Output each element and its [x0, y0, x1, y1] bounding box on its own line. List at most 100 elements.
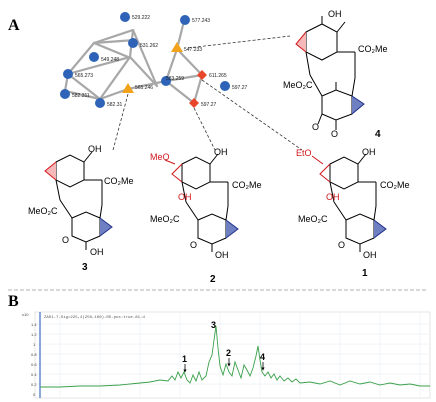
- corner-label: x10: [22, 312, 29, 317]
- atom-label: CO₂Me: [380, 180, 410, 190]
- network-node-circle: [63, 69, 73, 79]
- bond: [373, 205, 377, 221]
- node-label: 565.273: [75, 73, 93, 79]
- atom-label: MeO₂C: [298, 214, 328, 224]
- bond: [225, 205, 229, 221]
- atom-label: MeO₂C: [283, 80, 313, 90]
- y-tick-label: 0: [33, 392, 36, 397]
- atom-label: EtO: [296, 148, 312, 158]
- atom-label: CO₂Me: [232, 180, 262, 190]
- y-tick-label: 0.8: [31, 352, 37, 357]
- atom-label: O: [62, 235, 69, 245]
- network-edge: [66, 55, 132, 76]
- atom-label: O: [331, 129, 338, 139]
- ring-bottom: [197, 213, 227, 245]
- y-tick-label: 1.2: [31, 332, 37, 337]
- chromatogram: x10 ZAD1-7-Sig=225,4(250,100)-RD-pos:tru…: [22, 311, 431, 399]
- network-edge: [164, 47, 179, 83]
- bond: [55, 179, 61, 201]
- peak-label-3: 3: [211, 320, 216, 330]
- cyclopentene-red: [171, 163, 183, 183]
- network-node-circle: [220, 81, 230, 91]
- node-label: 597.27: [201, 102, 217, 108]
- atom-label: OH: [90, 247, 104, 257]
- peak-label-4: 4: [260, 352, 265, 362]
- network-edge: [128, 55, 159, 88]
- cyclopropane-blue: [225, 219, 239, 239]
- compound-number: 4: [375, 129, 381, 140]
- compound-number: 1: [362, 268, 368, 279]
- network-edges: [63, 23, 204, 105]
- node-label: 583.259: [166, 76, 184, 82]
- connector-to-2: [193, 107, 216, 151]
- y-tick-label: 1: [33, 342, 36, 347]
- bond: [209, 153, 219, 165]
- connector-lines: [112, 35, 303, 151]
- network-node-circle: [120, 12, 130, 22]
- network-node-diamond: [197, 70, 207, 80]
- atom-label: MeO₂C: [150, 214, 180, 224]
- bond: [59, 199, 73, 219]
- node-label: 582.31: [107, 102, 123, 108]
- compound-number: 2: [210, 274, 216, 285]
- structure-1: [311, 153, 387, 252]
- network-edge: [164, 79, 196, 105]
- y-ticks: 1.4 1.2 1 0.8 0.6 0.4 0.2 0: [31, 322, 37, 397]
- atom-label: OH: [88, 144, 102, 154]
- ring-top: [329, 156, 359, 190]
- network-edge: [66, 72, 102, 101]
- peak-label-2: 2: [226, 348, 231, 358]
- network-node-labels: 529.222 577.243 531.262 547.233 549.248 …: [72, 15, 248, 108]
- ring-top: [181, 156, 211, 190]
- network-edge: [98, 55, 132, 101]
- gridlines: [35, 312, 430, 398]
- network-edge: [66, 41, 96, 76]
- bond: [357, 153, 367, 165]
- y-tick-label: 0.2: [31, 382, 37, 387]
- atom-label: OH: [214, 147, 228, 157]
- bond-red: [164, 159, 176, 165]
- bond: [329, 181, 335, 203]
- bond: [317, 113, 323, 125]
- bond: [99, 204, 103, 219]
- atom-label: OH: [326, 192, 340, 202]
- node-label: 597.27: [232, 85, 248, 91]
- chromatogram-trace: [40, 325, 430, 388]
- panel-b-label: B: [8, 293, 19, 310]
- bond: [309, 74, 323, 97]
- network-edge: [192, 73, 204, 105]
- network-node-circle: [95, 98, 105, 108]
- atom-label: OH: [178, 192, 192, 202]
- ring-top: [305, 23, 338, 61]
- y-tick-label: 1.4: [31, 322, 37, 327]
- trace-header: ZAD1-7-Sig=225,4(250,100)-RD-pos:true-81…: [44, 315, 145, 320]
- bond: [185, 201, 199, 221]
- connector-to-1: [201, 79, 303, 151]
- connector-to-4: [187, 35, 291, 49]
- node-label: 582.311: [72, 93, 90, 99]
- bond: [351, 77, 356, 97]
- network-node-circle: [89, 52, 99, 62]
- network-edge: [63, 89, 102, 101]
- ring-bottom: [345, 213, 375, 245]
- network-node-circle: [128, 38, 138, 48]
- node-label: 531.262: [140, 43, 158, 49]
- atom-label: CO₂Me: [358, 44, 388, 54]
- network-node-circle: [161, 76, 171, 86]
- network-edge: [92, 28, 135, 45]
- cyclopropane-red: [44, 161, 57, 181]
- network-node-triangle: [122, 83, 134, 93]
- ring-top: [55, 154, 85, 188]
- bond: [83, 151, 93, 163]
- node-label: 547.233: [184, 47, 202, 53]
- structure-3: [44, 151, 113, 250]
- structure-4: [295, 16, 365, 130]
- node-label: 529.222: [132, 15, 150, 21]
- node-label: 611.265: [209, 73, 227, 79]
- network-node-diamond: [189, 98, 199, 108]
- peak-label-1: 1: [182, 354, 187, 364]
- panel-a-label: A: [8, 17, 20, 34]
- network-nodes: [60, 12, 230, 108]
- peak-labels: 1 3 2 4: [182, 320, 265, 373]
